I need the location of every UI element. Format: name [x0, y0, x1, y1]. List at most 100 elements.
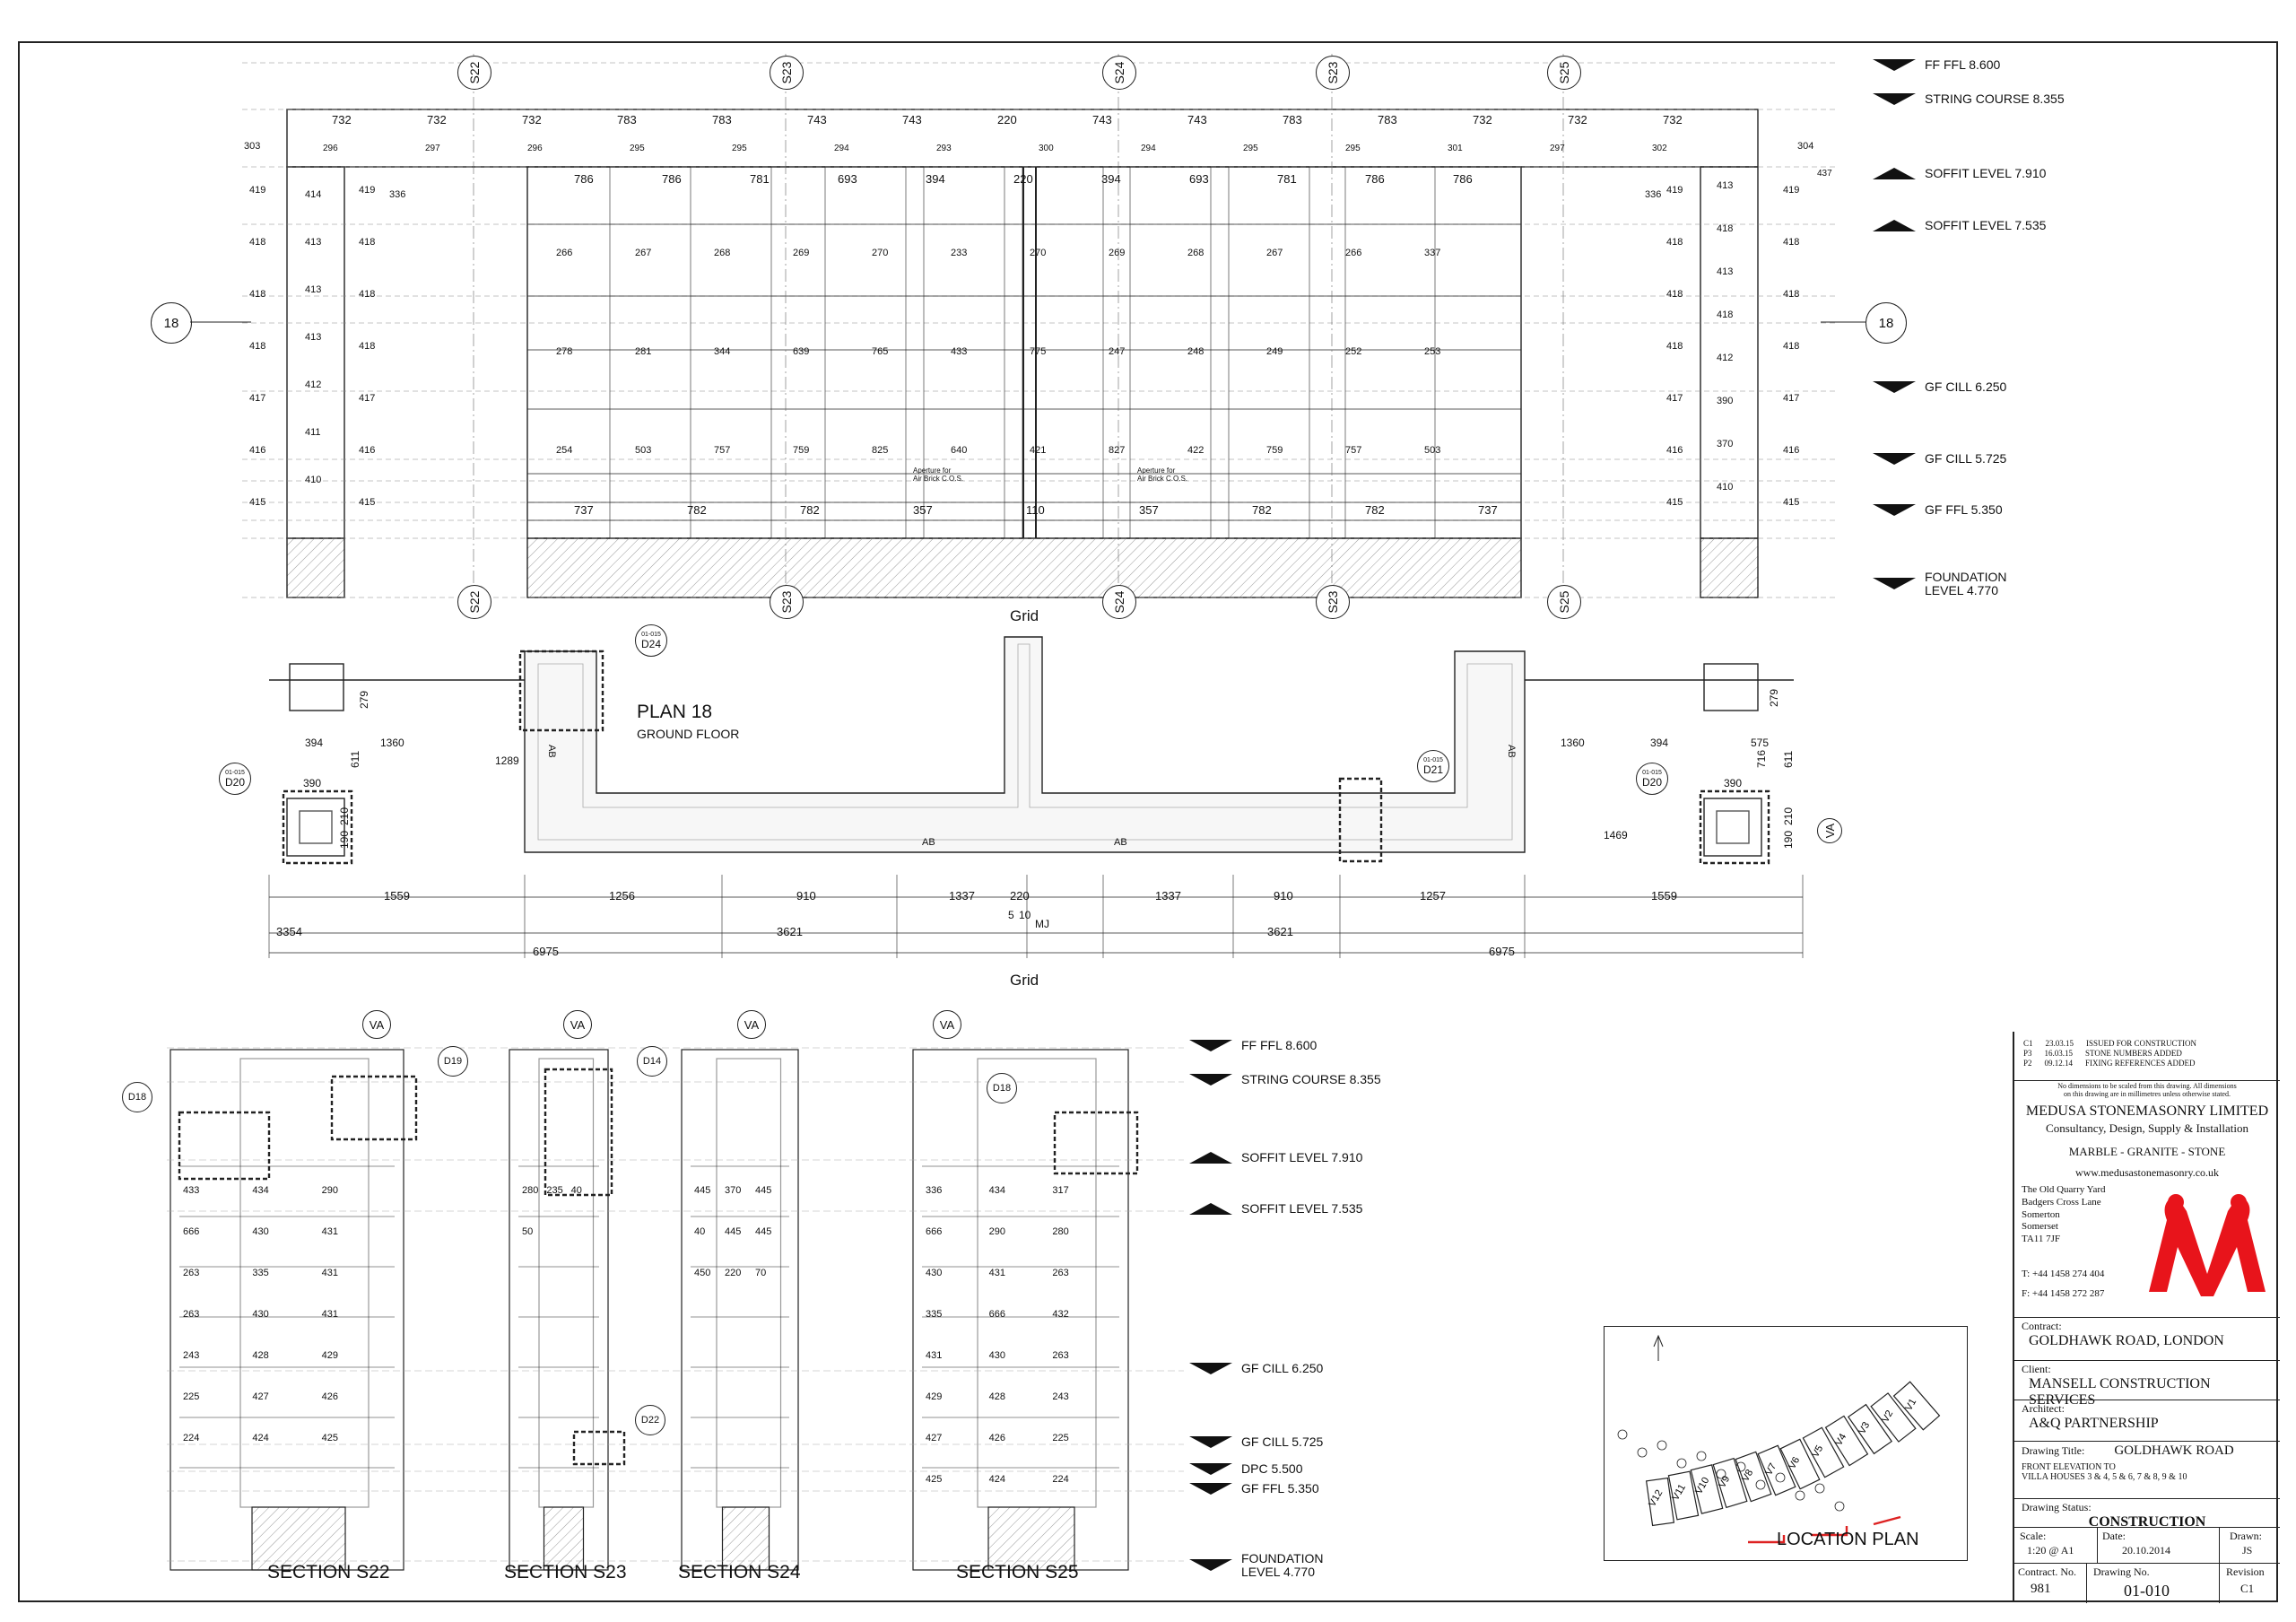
section-stone-number: 290	[322, 1185, 338, 1196]
location-highlight-line	[1748, 1515, 1901, 1544]
section-stone-number: 235	[546, 1185, 562, 1196]
section-stone-number: 434	[989, 1185, 1005, 1196]
plan-dimension: 910	[1274, 889, 1293, 903]
pier-tag: 416	[359, 445, 375, 456]
plan-dimension: 390	[303, 777, 321, 789]
level-triangle-icon	[1189, 1482, 1232, 1495]
status-value: CONSTRUCTION	[2088, 1514, 2206, 1530]
level-triangle-icon	[1189, 1559, 1232, 1572]
section-title: SECTION S23	[504, 1562, 627, 1583]
level-label: SOFFIT LEVEL 7.910	[1241, 1150, 1363, 1164]
level-triangle-icon	[1189, 1151, 1232, 1164]
detail-id: D21	[1422, 763, 1443, 776]
stone-number: 296	[323, 144, 338, 153]
grid-bubble: S23	[1316, 585, 1350, 619]
pier-tag: 419	[359, 185, 375, 196]
soffit-dim: 693	[838, 172, 857, 186]
section-foundation	[987, 1506, 1075, 1571]
drawing-title-label: Drawing Title:	[2022, 1444, 2085, 1457]
pier-tag: 416	[1783, 445, 1799, 456]
stone-number: 293	[936, 144, 952, 153]
stone-number: 297	[425, 144, 440, 153]
location-grid-bubble	[1637, 1447, 1648, 1458]
section-stone-number: 263	[1052, 1268, 1068, 1278]
location-villa-block	[1824, 1415, 1869, 1467]
section-va-marker: VA	[737, 1010, 766, 1039]
stone-number: 266	[556, 248, 572, 258]
string-course-dim: 743	[1187, 113, 1207, 126]
column-plan-right	[1703, 798, 1762, 857]
detail-sheet-ref: 01-015	[1423, 756, 1443, 763]
string-course-dim: 732	[427, 113, 447, 126]
stone-number: 421	[1030, 445, 1046, 456]
section-stone-number: 225	[183, 1391, 199, 1402]
pier-tag: 418	[359, 341, 375, 352]
detail-reference-bubble: D19	[438, 1046, 468, 1077]
level-label: SOFFIT LEVEL 7.535	[1925, 218, 2047, 232]
string-course-dim: 732	[522, 113, 542, 126]
location-villa-label: V12	[1647, 1488, 1665, 1509]
location-villa-label: V8	[1740, 1468, 1755, 1484]
contract-no-value: 981	[2031, 1582, 2051, 1596]
plan-dimension: 1360	[380, 737, 404, 749]
plan-dimension: 1559	[384, 889, 410, 903]
right-foundation	[1700, 537, 1759, 598]
location-villa-label: V7	[1763, 1461, 1779, 1478]
location-villa-label: V2	[1880, 1408, 1895, 1425]
section-stone-number: 432	[1052, 1309, 1068, 1320]
cill-dim: 782	[1365, 503, 1385, 517]
level-triangle-icon	[1873, 452, 1916, 465]
stone-number: 267	[1266, 248, 1283, 258]
string-course-dim: 732	[1568, 113, 1587, 126]
soffit-dim: 786	[662, 172, 682, 186]
string-course-dim: 220	[997, 113, 1017, 126]
section-stone-number: 445	[755, 1226, 771, 1237]
location-villa-label: V3	[1857, 1420, 1872, 1436]
pier-tag: 415	[249, 497, 265, 508]
column-plan-left	[286, 798, 345, 857]
detail-callout-box	[572, 1430, 626, 1466]
pier-stone-number: 410	[305, 475, 321, 485]
pier-stone-number: 390	[1717, 396, 1733, 406]
pier-stone-number: 413	[305, 332, 321, 343]
section-stone-number: 445	[694, 1185, 710, 1196]
location-villa-block	[1645, 1477, 1675, 1527]
level-triangle-icon	[1873, 380, 1916, 393]
location-villa-block	[1712, 1457, 1748, 1509]
section-stone-number: 263	[183, 1268, 199, 1278]
level-triangle-icon	[1189, 1039, 1232, 1051]
pier-stone-number: 370	[1717, 439, 1733, 449]
revision-code: C1	[2023, 1039, 2033, 1048]
contract-no-label: Contract. No.	[2018, 1565, 2076, 1578]
location-grid-bubble	[1676, 1458, 1687, 1469]
pier-tag: 415	[359, 497, 375, 508]
location-villa-block	[1892, 1381, 1941, 1431]
stone-number: 759	[1266, 445, 1283, 456]
company-website[interactable]: www.medusastonemasonry.co.uk	[2074, 1166, 2220, 1179]
pier-stone-number: 413	[1717, 180, 1733, 191]
stone-number: 267	[635, 248, 651, 258]
date-value: 20.10.2014	[2122, 1544, 2170, 1557]
pier-tag: 417	[249, 393, 265, 404]
plan-dimension: 716	[1755, 750, 1768, 768]
grid-label-bottom: Grid	[1010, 972, 1039, 989]
ab-label: AB	[1114, 837, 1127, 848]
pier-tag: 419	[1783, 185, 1799, 196]
pier-plan-right	[1703, 663, 1759, 711]
side-tag: 336	[1645, 189, 1661, 200]
stone-number: 295	[732, 144, 747, 153]
stone-number: 270	[1030, 248, 1046, 258]
cill-dim: 357	[1139, 503, 1159, 517]
level-triangle-icon	[1189, 1073, 1232, 1086]
soffit-dim: 786	[1365, 172, 1385, 186]
level-triangle-icon	[1189, 1435, 1232, 1448]
section-stone-number: 424	[989, 1474, 1005, 1485]
cill-dim: 782	[1252, 503, 1272, 517]
plan-dimension: 210	[1782, 807, 1795, 825]
detail-callout-box	[282, 789, 353, 865]
pier-stone-number: 418	[1717, 223, 1733, 234]
string-course-dim: 743	[1092, 113, 1112, 126]
